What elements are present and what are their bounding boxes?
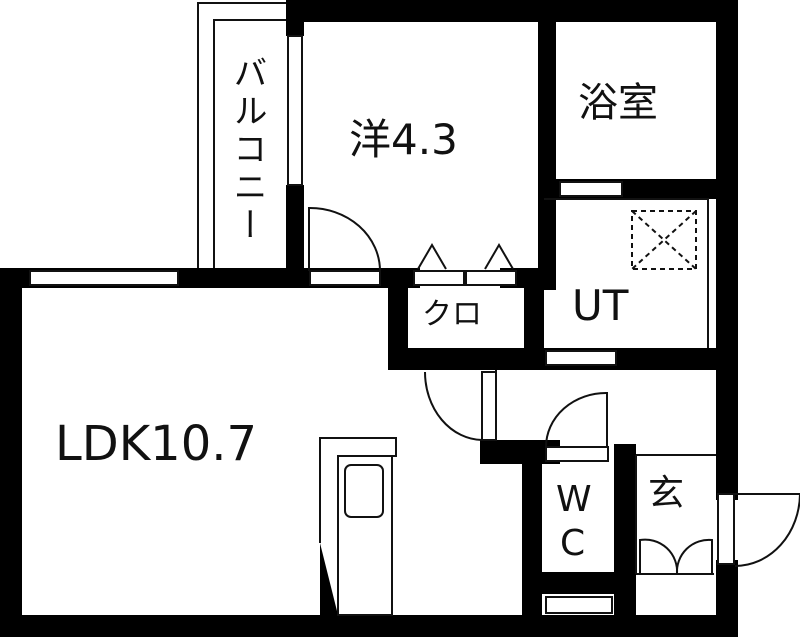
- room-label-western: 洋4.3: [349, 115, 458, 164]
- room-label-closet: クロ: [422, 297, 482, 332]
- entrance-door-frame: [717, 493, 735, 565]
- room-label-entrance: 玄: [648, 473, 685, 514]
- wc-door-frame: [545, 446, 609, 462]
- entrance-door-swing: [734, 493, 800, 567]
- room-label-bathroom: 浴室: [578, 80, 658, 126]
- ut-door-frame: [545, 350, 617, 366]
- balcony-window: [287, 35, 303, 186]
- western-door-swing: [308, 206, 381, 272]
- closet-door-left: [413, 270, 465, 286]
- wc-door-swing: [545, 391, 608, 448]
- hall-door-swing: [424, 371, 483, 441]
- washer-space: [631, 210, 697, 270]
- room-label-utility: UT: [572, 281, 629, 330]
- door-swings: [308, 198, 800, 575]
- balcony-outline: [197, 2, 286, 268]
- room-label-ldk: LDK10.7: [55, 416, 258, 472]
- room-label-toilet-w: W: [556, 479, 592, 520]
- closet-door-right: [465, 270, 517, 286]
- kitchen-sink: [319, 437, 397, 616]
- western-door-frame: [309, 270, 381, 286]
- bath-window: [559, 181, 623, 197]
- windows: [29, 35, 735, 614]
- wc-bottom-panel: [545, 596, 613, 614]
- ldk-window: [29, 270, 179, 286]
- hall-door-frame: [481, 371, 497, 441]
- room-label-toilet-c: C: [560, 523, 586, 564]
- room-label-balcony: バルコニー: [227, 55, 267, 245]
